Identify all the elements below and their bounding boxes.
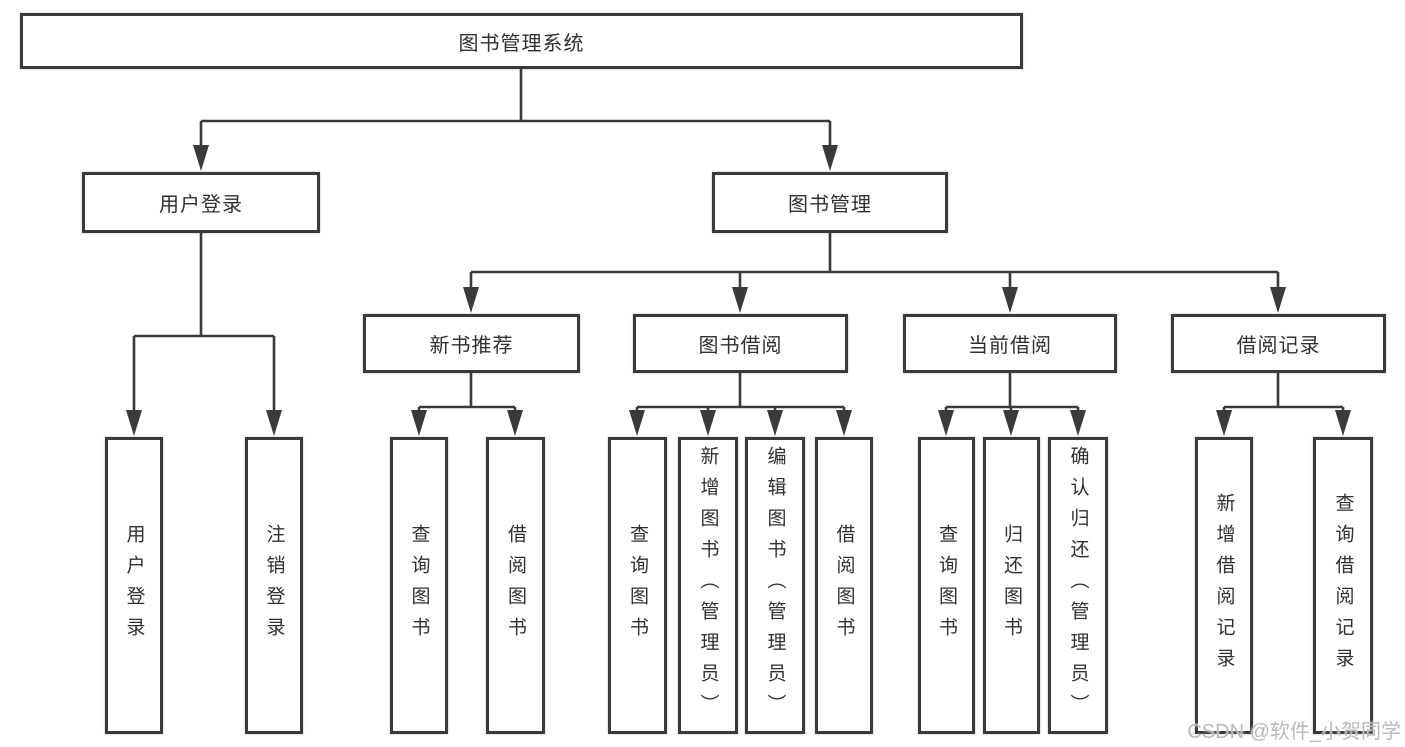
leaf-current-query-books-label: 查询图书 — [936, 523, 957, 648]
leaf-recommend-query-books: 查询图书 — [390, 437, 448, 734]
node-new-book-recommend: 新书推荐 — [363, 314, 580, 373]
leaf-borrow-books-label: 借阅图书 — [833, 523, 855, 648]
node-library-system-label: 图书管理系统 — [458, 32, 585, 55]
leaf-recommend-borrow-books-label: 借阅图书 — [505, 523, 526, 648]
node-book-borrowing: 图书借阅 — [633, 314, 848, 373]
node-borrowing-records: 借阅记录 — [1171, 314, 1386, 373]
leaf-user-login-label: 用户登录 — [123, 523, 145, 648]
connector-records-children — [1222, 373, 1345, 414]
node-user-login: 用户登录 — [82, 172, 320, 233]
node-book-management: 图书管理 — [712, 172, 948, 233]
connector-book-mgmt-children — [469, 233, 1280, 292]
leaf-recommend-query-books-label: 查询图书 — [408, 523, 430, 648]
connector-current-children — [944, 373, 1080, 414]
node-book-management-label: 图书管理 — [788, 194, 872, 216]
leaf-return-books: 归还图书 — [983, 437, 1040, 734]
connector-borrow-children — [635, 373, 846, 414]
leaf-confirm-return-admin: 确认归还（管理员） — [1048, 437, 1108, 734]
leaf-add-borrow-record: 新增借阅记录 — [1195, 437, 1253, 734]
leaf-current-query-books: 查询图书 — [918, 437, 975, 734]
leaf-logout: 注销登录 — [245, 437, 303, 734]
leaf-borrow-query-books: 查询图书 — [608, 437, 667, 734]
leaf-user-login: 用户登录 — [105, 437, 163, 734]
leaf-recommend-borrow-books: 借阅图书 — [486, 437, 545, 734]
node-borrowing-records-label: 借阅记录 — [1236, 335, 1321, 357]
leaf-add-book-admin-label: 新增图书（管理员） — [697, 446, 719, 725]
leaf-confirm-return-admin-label: 确认归还（管理员） — [1067, 446, 1089, 725]
connector-root-to-level2 — [199, 69, 832, 150]
leaf-borrow-query-books-label: 查询图书 — [627, 523, 648, 648]
leaf-return-books-label: 归还图书 — [1001, 523, 1022, 648]
leaf-query-borrow-record: 查询借阅记录 — [1313, 437, 1373, 734]
node-new-book-recommend-label: 新书推荐 — [429, 335, 514, 357]
leaf-edit-book-admin: 编辑图书（管理员） — [745, 437, 805, 734]
leaf-borrow-books: 借阅图书 — [815, 437, 873, 734]
leaf-logout-label: 注销登录 — [263, 523, 285, 648]
leaf-add-borrow-record-label: 新增借阅记录 — [1213, 492, 1235, 679]
connector-user-login-children — [132, 233, 276, 414]
node-current-borrowing: 当前借阅 — [903, 314, 1117, 373]
leaf-add-book-admin: 新增图书（管理员） — [678, 437, 738, 734]
node-current-borrowing-label: 当前借阅 — [968, 335, 1052, 357]
leaf-query-borrow-record-label: 查询借阅记录 — [1332, 492, 1354, 679]
node-book-borrowing-label: 图书借阅 — [698, 335, 783, 357]
leaf-edit-book-admin-label: 编辑图书（管理员） — [764, 446, 786, 725]
node-library-system: 图书管理系统 — [20, 13, 1023, 69]
node-user-login-label: 用户登录 — [159, 194, 243, 216]
connector-recommend-children — [417, 373, 517, 414]
watermark: CSDN @软件_小贺同学 — [1187, 721, 1401, 743]
